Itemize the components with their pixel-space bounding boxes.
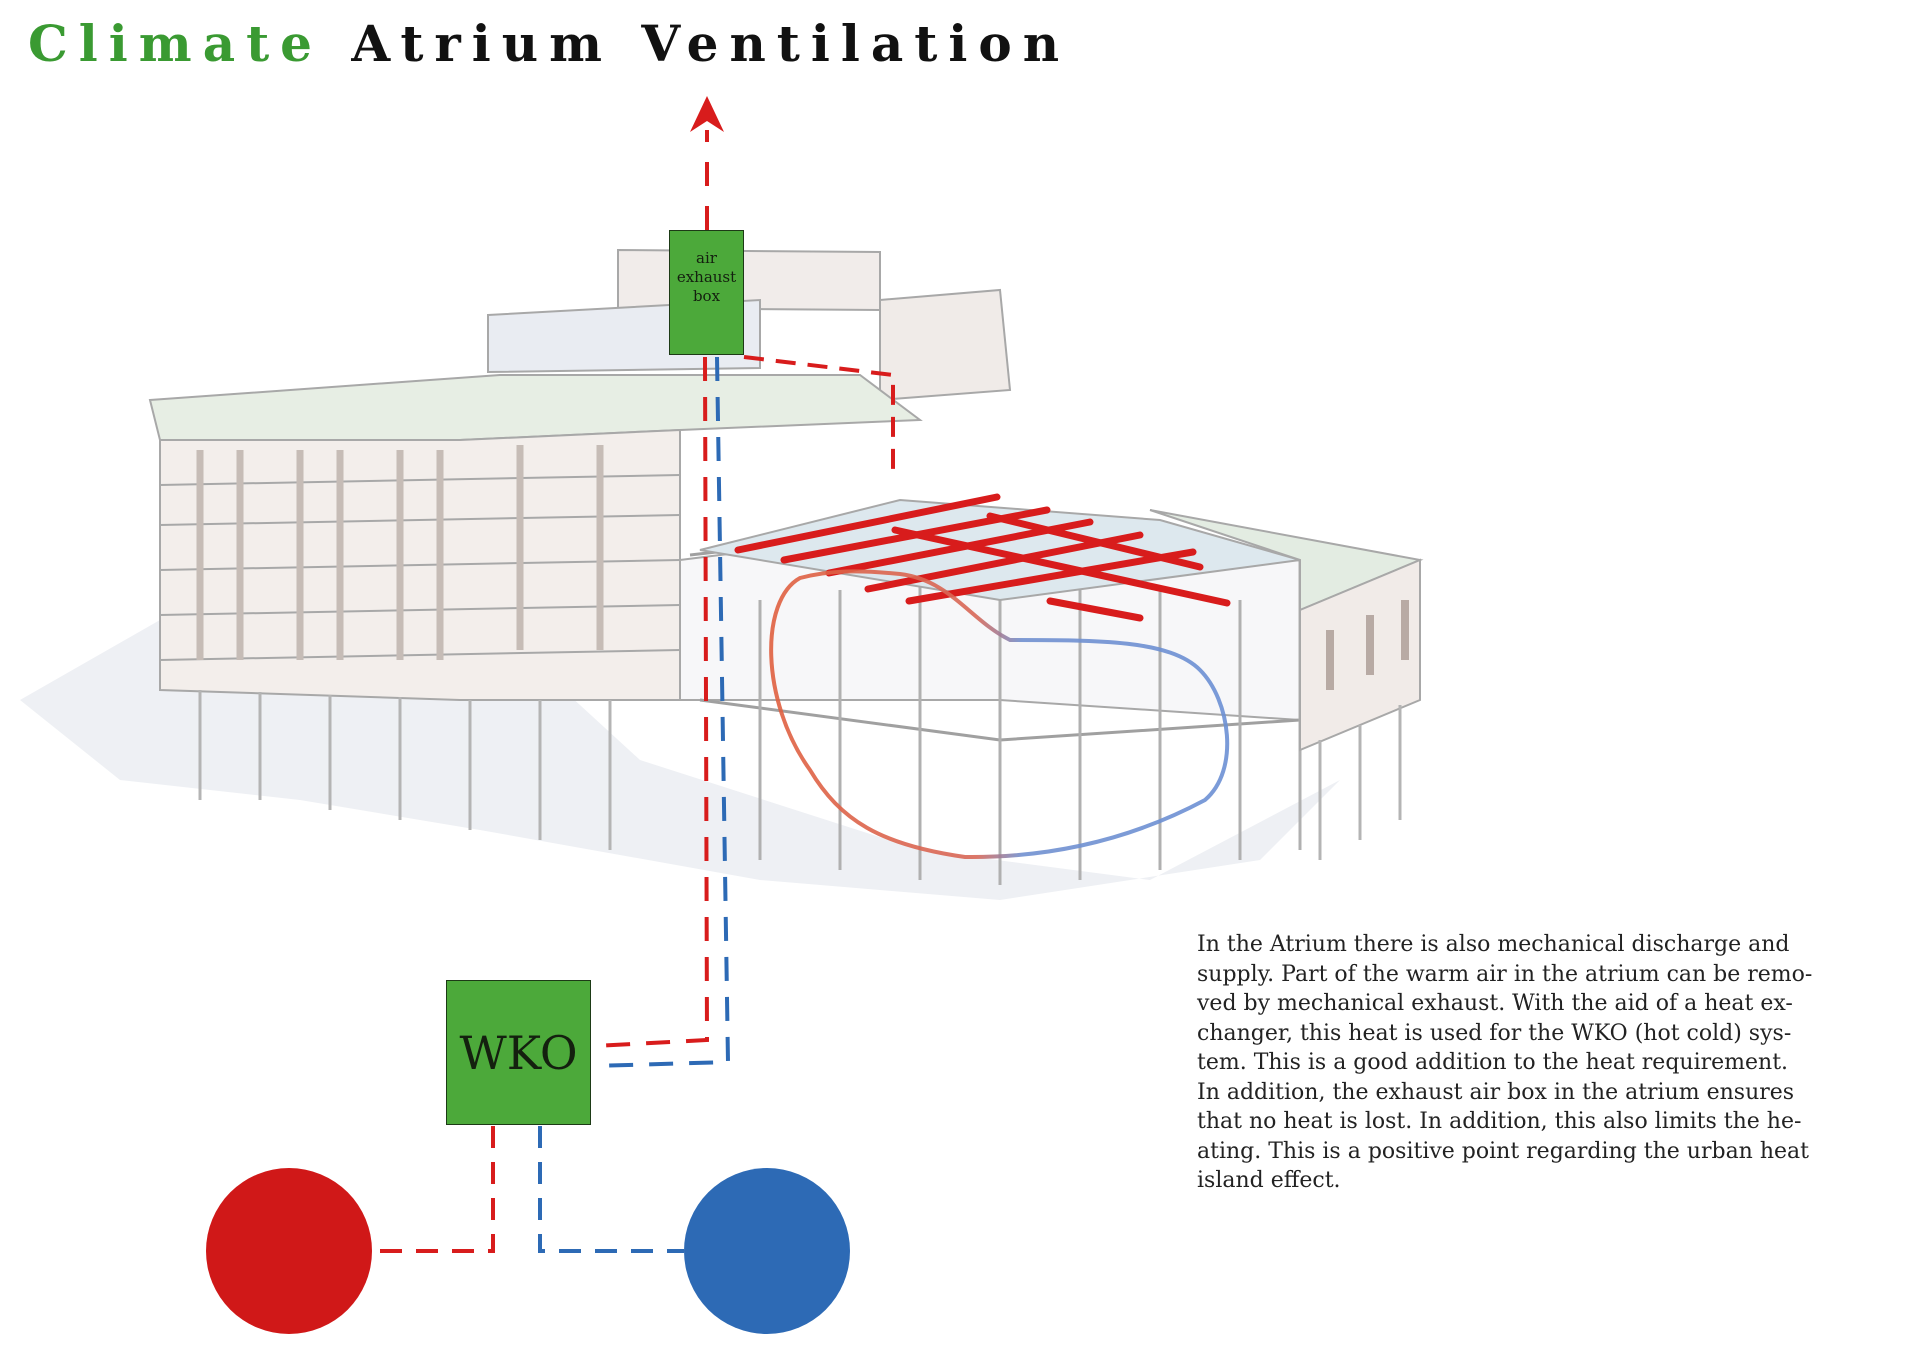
description-line: ating. This is a positive point regardin…	[1197, 1138, 1809, 1164]
atrium-airflow-loop	[769, 569, 1230, 860]
description-text: In the Atrium there is also mechanical d…	[1197, 930, 1897, 1196]
description-line: that no heat is lost. In addition, this …	[1197, 1109, 1802, 1134]
hot-duct-vertical	[593, 356, 710, 1048]
diagram-title: Climate Atrium Ventilation	[28, 14, 1070, 73]
title-atrium-ventilation: Atrium Ventilation	[351, 14, 1071, 73]
description-line: changer, this heat is used for the WKO (…	[1197, 1020, 1792, 1046]
cold-source-pipe	[538, 1126, 684, 1253]
exhaust-to-atrium-duct	[743, 355, 895, 477]
roof-heating-grid	[734, 493, 1231, 622]
title-climate: Climate	[28, 14, 323, 73]
wko-label: WKO	[459, 1025, 578, 1080]
description-line: In addition, the exhaust air box in the …	[1197, 1079, 1795, 1105]
exhaust-box-label-line3: box	[692, 286, 721, 305]
exhaust-box-label-line1: air	[696, 249, 717, 268]
hot-source-pipe	[372, 1126, 495, 1253]
exhaust-box-label-line2: exhaust	[676, 268, 737, 287]
description-line: In the Atrium there is also mechanical d…	[1197, 932, 1790, 957]
air-exhaust-box: air exhaust box	[669, 230, 744, 355]
wko-box: WKO	[446, 980, 591, 1125]
hot-reservoir	[206, 1168, 372, 1334]
description-line: island effect.	[1197, 1168, 1341, 1193]
description-line: supply. Part of the warm air in the atri…	[1197, 961, 1813, 987]
description-line: ved by mechanical exhaust. With the aid …	[1197, 991, 1793, 1016]
cold-reservoir	[684, 1168, 850, 1334]
exhaust-arrow-icon	[690, 96, 724, 132]
description-line: tem. This is a good addition to the heat…	[1197, 1050, 1789, 1075]
